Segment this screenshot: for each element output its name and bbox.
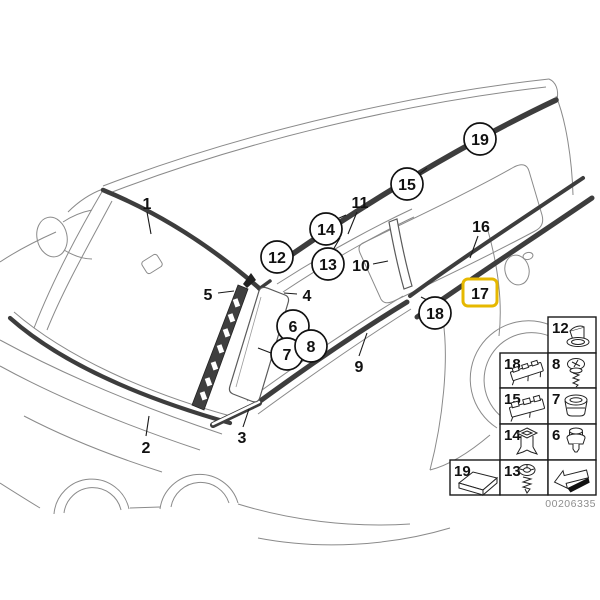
b-pillar-trim: [388, 218, 413, 290]
callout-12[interactable]: 12: [260, 240, 294, 274]
highlight-box: [461, 277, 499, 308]
callout-2[interactable]: 2: [142, 440, 151, 457]
svg-text:6: 6: [289, 319, 298, 336]
cowl-moulding: [7, 315, 233, 426]
legend-cell-19[interactable]: 19: [449, 459, 501, 497]
callout-13[interactable]: 13: [311, 247, 345, 281]
svg-text:6: 6: [552, 427, 560, 444]
back-arrow-icon: [553, 469, 590, 493]
svg-text:14: 14: [317, 222, 335, 239]
callout-8[interactable]: 8: [294, 329, 328, 363]
callout-3[interactable]: 3: [238, 430, 247, 447]
expanding-rivet-icon: [515, 427, 539, 455]
expanding-nut-icon: [566, 325, 590, 347]
machine-screw-icon: [567, 358, 585, 388]
svg-text:8: 8: [552, 356, 560, 373]
callout-18[interactable]: 18: [418, 296, 452, 330]
cowl-side-strip: [210, 400, 262, 428]
door-belt-moulding: [249, 299, 410, 410]
svg-text:14: 14: [504, 427, 521, 444]
legend-cell-8[interactable]: 8: [547, 352, 597, 389]
legend-cell-13[interactable]: 13: [499, 459, 549, 496]
windshield-top-moulding: [100, 187, 262, 291]
vehicle-line-art: [0, 78, 574, 546]
moulding-clip-rail-icon: [509, 359, 544, 386]
callout-16[interactable]: 16: [472, 219, 490, 236]
legend-cell-14[interactable]: 14: [499, 423, 549, 461]
callout-14[interactable]: 14: [309, 212, 343, 246]
svg-text:7: 7: [283, 347, 292, 364]
svg-text:8: 8: [307, 339, 316, 356]
svg-text:19: 19: [471, 132, 489, 149]
a-pillar-clip-rail: [191, 273, 256, 411]
svg-text:12: 12: [552, 320, 569, 337]
callout-1[interactable]: 1: [143, 196, 152, 213]
moulding-clip-rail-icon: [509, 394, 545, 422]
callout-9[interactable]: 9: [355, 359, 364, 376]
callout-5[interactable]: 5: [204, 287, 213, 304]
svg-text:12: 12: [268, 250, 286, 267]
svg-text:13: 13: [319, 257, 337, 274]
callout-15[interactable]: 15: [390, 167, 424, 201]
legend-cell-6[interactable]: 6: [547, 423, 597, 461]
oval-grommet-icon: [564, 394, 588, 417]
svg-text:15: 15: [398, 177, 416, 194]
svg-text:7: 7: [552, 391, 560, 408]
svg-text:19: 19: [454, 463, 471, 480]
leader-lines: [145, 167, 479, 437]
adhesive-pad-icon: [457, 471, 499, 497]
callout-17-highlighted[interactable]: 17: [461, 277, 499, 308]
window-lower-moulding: [408, 176, 585, 298]
callout-10[interactable]: 10: [352, 258, 370, 275]
fastener-legend: 12 18 8: [449, 316, 597, 497]
svg-text:18: 18: [426, 306, 444, 323]
legend-cell-15[interactable]: 15: [499, 387, 549, 425]
svg-text:17: 17: [471, 286, 489, 303]
callout-19[interactable]: 19: [463, 122, 497, 156]
legend-cell-back[interactable]: [547, 459, 597, 496]
legend-cell-12[interactable]: 12: [547, 316, 597, 354]
legend-cell-18[interactable]: 18: [499, 352, 549, 389]
callout-4[interactable]: 4: [303, 288, 312, 305]
doc-number: 00206335: [545, 498, 596, 510]
a-pillar-trim-panel: [228, 286, 290, 403]
tapping-screw-icon: [518, 464, 536, 494]
pin-clip-icon: [566, 427, 586, 453]
callout-11[interactable]: 11: [352, 195, 369, 212]
svg-text:13: 13: [504, 463, 521, 480]
legend-cell-7[interactable]: 7: [547, 387, 597, 425]
